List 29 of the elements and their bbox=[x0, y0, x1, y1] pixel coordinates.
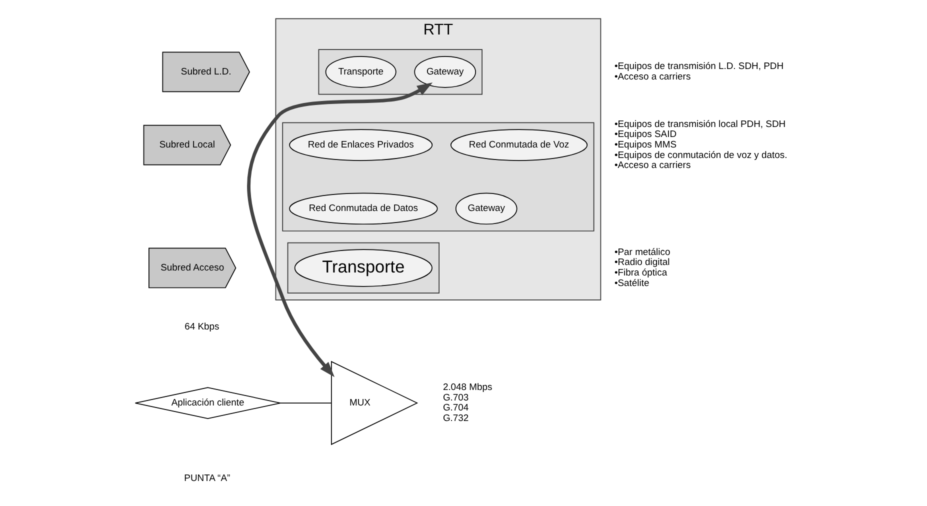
node-ellipse: Gateway bbox=[414, 56, 476, 88]
connector bbox=[280, 402, 332, 404]
label: PUNTA “A” bbox=[184, 473, 230, 484]
label: G.732 bbox=[442, 412, 469, 424]
label: •Par metálico bbox=[614, 246, 670, 258]
label: •Equipos SAID bbox=[614, 129, 677, 140]
label: •Fibra óptica bbox=[614, 268, 668, 279]
node-diamond: Aplicación cliente bbox=[134, 387, 281, 419]
cluster bbox=[282, 122, 594, 232]
node-ellipse: Red de Enlaces Privados bbox=[289, 129, 433, 161]
node-ellipse: Gateway bbox=[455, 192, 518, 225]
node-ellipse: Red Conmutada de Datos bbox=[289, 192, 438, 225]
label: •Acceso a carriers bbox=[614, 72, 691, 83]
label: •Radio digital bbox=[614, 257, 670, 268]
label: G.703 bbox=[442, 392, 469, 404]
label: G.704 bbox=[442, 402, 469, 414]
node-ellipse: Transporte bbox=[325, 56, 396, 88]
node-ellipse: Red Conmutada de Voz bbox=[450, 129, 588, 161]
label: •Acceso a carriers bbox=[614, 160, 691, 172]
label: •Satélite bbox=[614, 278, 650, 289]
label: •Equipos de transmisión local PDH, SDH bbox=[614, 118, 786, 130]
label: •Equipos de conmutación de voz y datos. bbox=[614, 150, 788, 161]
label: •Equipos MMS bbox=[614, 139, 677, 150]
arrow bbox=[247, 82, 433, 378]
label: •Equipos de transmisión L.D. SDH, PDH bbox=[614, 61, 784, 72]
cluster bbox=[287, 242, 440, 294]
label: 2.048 Mbps bbox=[442, 382, 492, 393]
node-ellipse: Transporte bbox=[294, 249, 432, 287]
label: 64 Kbps bbox=[184, 322, 220, 333]
